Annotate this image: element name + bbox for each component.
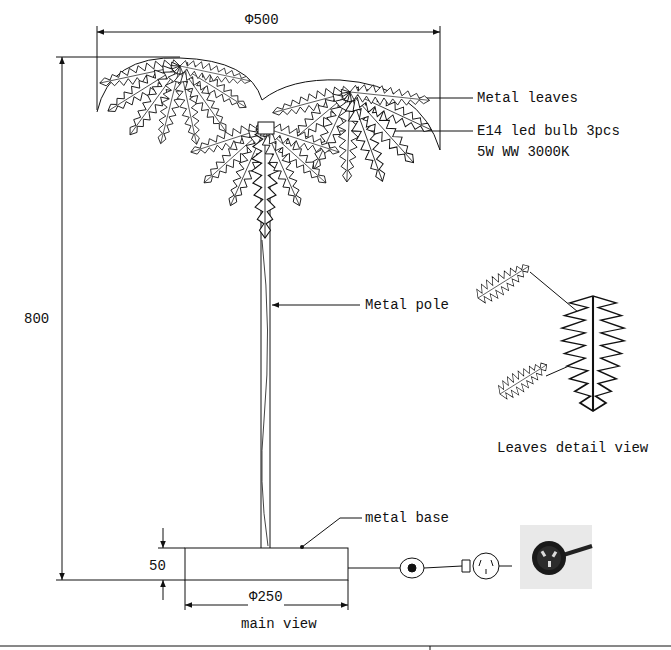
part-label: Metal leaves xyxy=(476,90,579,107)
view-title: main view xyxy=(240,616,318,633)
part-label: Metal pole xyxy=(364,297,450,314)
view-title: Leaves detail view xyxy=(496,440,649,457)
dimension-label: Φ500 xyxy=(244,12,280,29)
dimension-label: 800 xyxy=(23,311,50,328)
dimension-label: 50 xyxy=(148,558,167,575)
part-label: metal base xyxy=(364,510,450,527)
part-label: E14 led bulb 3pcs 5W WW 3000K xyxy=(476,121,629,163)
dimension-label: Φ250 xyxy=(248,589,284,606)
